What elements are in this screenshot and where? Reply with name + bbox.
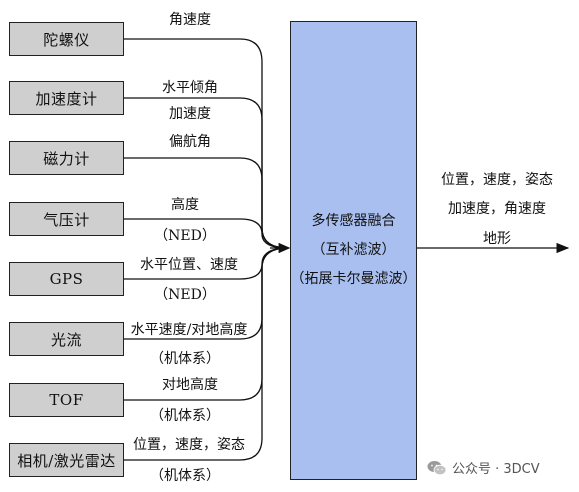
- fusion-complementary-filter: （互补滤波）: [311, 242, 396, 258]
- wire-baro: [124, 218, 289, 249]
- sensor-tof: TOF: [9, 383, 124, 417]
- sensor-optical-flow: 光流: [9, 322, 124, 356]
- label-accel-acceleration: 加速度: [169, 106, 211, 122]
- label-tof-frame: （机体系）: [150, 408, 220, 424]
- wire-mag: [124, 157, 289, 249]
- label-baro-height: 高度: [171, 197, 199, 213]
- sensor-gyroscope: 陀螺仪: [9, 22, 124, 56]
- label-baro-frame: （NED）: [154, 228, 216, 244]
- output-terrain: 地形: [483, 231, 511, 247]
- output-accel-gyro: 加速度，角速度: [448, 201, 546, 217]
- output-pose: 位置，速度，姿态: [441, 172, 553, 188]
- fusion-ekf: （拓展卡尔曼滤波）: [290, 271, 417, 287]
- sensor-accelerometer: 加速度计: [9, 81, 124, 115]
- watermark-text: 公众号 · 3DCV: [452, 462, 540, 477]
- label-accel-tilt: 水平倾角: [162, 80, 218, 96]
- label-tof-height: 对地高度: [162, 377, 218, 393]
- fusion-title: 多传感器融合: [311, 213, 396, 229]
- sensor-gps: GPS: [9, 262, 124, 296]
- fusion-block: 多传感器融合 （互补滤波） （拓展卡尔曼滤波）: [290, 21, 417, 480]
- sensor-magnetometer: 磁力计: [9, 141, 124, 175]
- wechat-icon: [427, 460, 447, 476]
- wire-camera: [124, 247, 289, 461]
- label-camera-frame: （机体系）: [150, 468, 220, 484]
- label-flow-frame: （机体系）: [150, 351, 220, 367]
- watermark: 公众号 · 3DCV: [427, 458, 540, 477]
- label-mag-yaw: 偏航角: [169, 134, 211, 150]
- sensor-camera-lidar: 相机/激光雷达: [9, 443, 124, 477]
- label-gyro-angular-velocity: 角速度: [169, 12, 211, 28]
- label-camera-pose: 位置，速度，姿态: [133, 437, 245, 453]
- label-flow-velocity: 水平速度/对地高度: [130, 322, 248, 338]
- sensor-barometer: 气压计: [9, 202, 124, 236]
- label-gps-position: 水平位置、速度: [140, 257, 238, 273]
- label-gps-frame: （NED）: [154, 287, 216, 303]
